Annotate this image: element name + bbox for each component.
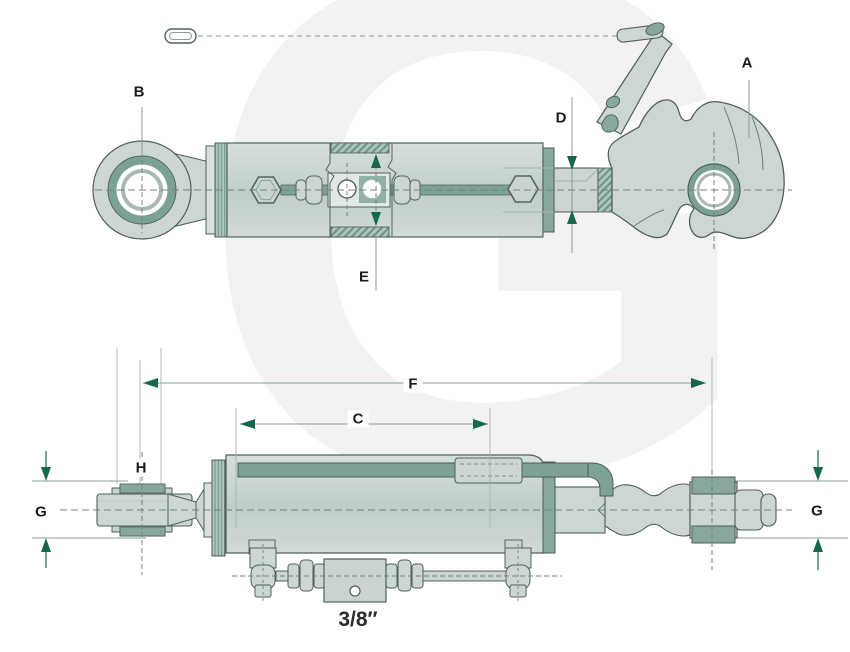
hook-latch-lever bbox=[596, 31, 673, 135]
dim-arrow-down bbox=[41, 467, 51, 481]
dim-arrow-up bbox=[813, 538, 823, 552]
tube-clamp bbox=[454, 457, 523, 484]
dim-label-g-left: G bbox=[35, 503, 47, 521]
dim-label-g-right: G bbox=[811, 502, 823, 520]
dim-arrow-left bbox=[143, 378, 158, 388]
valve-block-assembly bbox=[232, 544, 562, 603]
hex-nut-right bbox=[507, 175, 539, 203]
dim-arrow-up bbox=[567, 210, 577, 224]
valve-port-hole bbox=[349, 585, 361, 597]
dim-arrow-up bbox=[41, 538, 51, 552]
claw-hook bbox=[596, 22, 785, 250]
dim-arrow-down bbox=[371, 212, 381, 226]
dim-label-b: B bbox=[133, 83, 145, 101]
dimension-g-left bbox=[32, 451, 146, 568]
dimension-d bbox=[503, 97, 577, 253]
dim-label-c: C bbox=[347, 410, 369, 428]
dim-arrow-up bbox=[371, 154, 381, 168]
dim-label-a: A bbox=[741, 54, 753, 72]
steel-line-tube bbox=[237, 457, 614, 497]
dim-arrow-down bbox=[567, 156, 577, 170]
break-line-left bbox=[325, 143, 335, 237]
section-hatch-top bbox=[330, 142, 390, 154]
dim-label-e: E bbox=[358, 268, 370, 286]
section-hatch-bottom bbox=[330, 226, 390, 238]
hook-body bbox=[607, 99, 785, 239]
tube-elbow bbox=[587, 462, 614, 497]
dimension-g-right bbox=[734, 450, 848, 570]
dim-arrow-right bbox=[691, 378, 706, 388]
dim-label-d: D bbox=[555, 109, 567, 127]
linch-pin bbox=[164, 28, 197, 44]
latch-handle-cap bbox=[645, 22, 665, 36]
dim-label-h: H bbox=[130, 459, 152, 477]
dimension-h-extension-lines bbox=[116, 348, 162, 484]
dim-arrow-right bbox=[473, 419, 488, 429]
dim-arrow-down bbox=[813, 467, 823, 481]
dim-arrow-left bbox=[240, 419, 255, 429]
latch-pin-detail bbox=[605, 95, 621, 109]
thread-size-label: 3/8″ bbox=[338, 608, 378, 631]
ball-joint-eye-top-view bbox=[92, 107, 228, 240]
latch-spring-detail bbox=[601, 114, 619, 133]
dim-label-f: F bbox=[403, 375, 423, 393]
